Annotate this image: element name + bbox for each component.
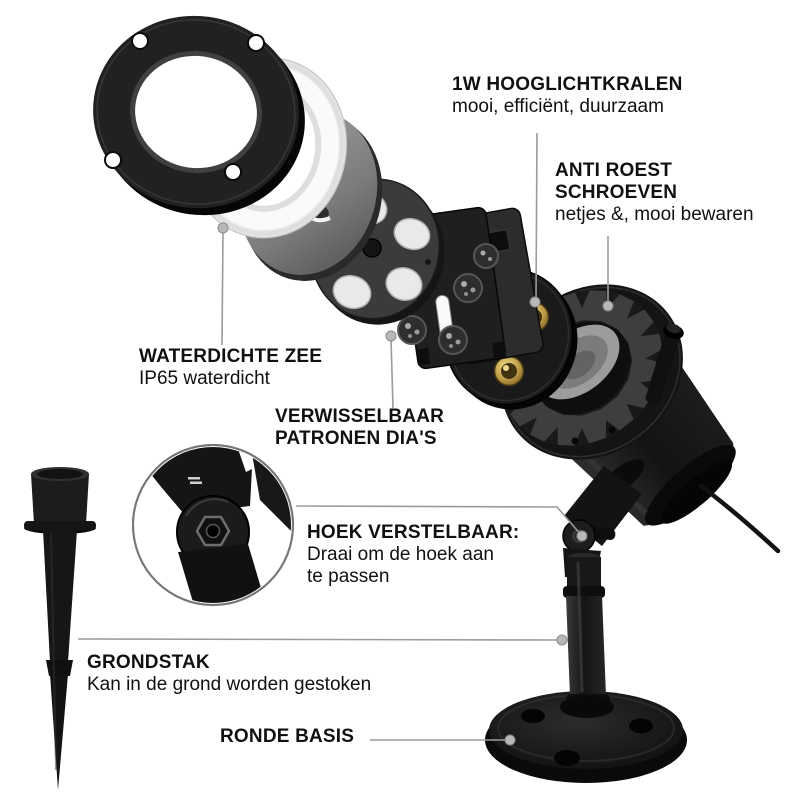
locking-pin [591, 527, 616, 540]
callout-angle-dot [576, 530, 588, 542]
callout-stake-line [77, 638, 562, 641]
screw-hole [224, 163, 242, 181]
callout-angle-line [295, 505, 583, 537]
annotation-slides: VERWISSELBAAR PATRONEN DIA'S [275, 406, 444, 450]
slide-disc [453, 273, 483, 303]
annotation-led: 1W HOOGLICHTKRALEN mooi, efficiënt, duur… [452, 74, 683, 118]
base-hole [521, 709, 545, 723]
slide-disc [397, 315, 427, 345]
callout-slides-dot [385, 330, 397, 342]
annotation-led-body: mooi, efficiënt, duurzaam [452, 96, 664, 117]
base-hole [629, 718, 653, 734]
ground-stake [24, 467, 96, 790]
annotation-angle-body-2: te passen [307, 566, 390, 587]
annotation-base: RONDE BASIS [220, 726, 354, 748]
mounting-pole [560, 553, 614, 718]
base-hole [554, 750, 580, 766]
callout-waterproof-dot [217, 222, 229, 234]
annotation-waterproof: WATERDICHTE ZEE IP65 waterdicht [139, 346, 322, 390]
annotation-waterproof-title: WATERDICHTE ZEE [139, 346, 323, 367]
round-base [485, 691, 687, 783]
callout-base-dot [504, 734, 516, 746]
joint-detail-inset [132, 444, 294, 606]
annotation-base-title: RONDE BASIS [220, 726, 355, 747]
callout-stake-dot [556, 634, 568, 646]
power-cable [698, 483, 781, 554]
callout-slides-line [390, 337, 394, 409]
annotation-stake-body: Kan in de grond worden gestoken [87, 674, 372, 695]
annotation-angle-title: HOEK VERSTELBAAR: [307, 522, 520, 543]
callout-led-line [535, 132, 538, 301]
callout-lines [77, 132, 609, 741]
annotation-waterproof-body: IP65 waterdicht [139, 368, 270, 389]
annotation-screws-title-2: SCHROEVEN [555, 182, 678, 203]
annotation-stake: GRONDSTAK Kan in de grond worden gestoke… [87, 652, 371, 696]
screw-hole [104, 151, 122, 169]
annotation-screws-body: netjes &, mooi bewaren [555, 204, 754, 225]
screw-hole [247, 34, 265, 52]
front-bezel-ring [93, 15, 305, 216]
annotation-slides-title-1: VERWISSELBAAR [275, 406, 445, 427]
screw-hole [131, 32, 149, 50]
callout-waterproof-line [221, 229, 224, 346]
annotation-angle: HOEK VERSTELBAAR: Draai om de hoek aan t… [307, 522, 519, 588]
callout-screws-dot [602, 300, 614, 312]
slide-disc [473, 243, 499, 269]
led-bead [493, 355, 525, 387]
annotation-stake-title: GRONDSTAK [87, 652, 210, 673]
annotation-led-title: 1W HOOGLICHTKRALEN [452, 74, 683, 95]
annotation-slides-title-2: PATRONEN DIA'S [275, 428, 437, 449]
annotation-angle-body-1: Draai om de hoek aan [307, 544, 494, 565]
antenna-knob [645, 323, 684, 405]
annotation-screws: ANTI ROEST SCHROEVEN netjes &, mooi bewa… [555, 160, 754, 226]
slide-disc [438, 325, 468, 355]
callout-dots [217, 222, 614, 746]
callout-led-dot [529, 296, 541, 308]
annotation-screws-title-1: ANTI ROEST [555, 160, 673, 181]
